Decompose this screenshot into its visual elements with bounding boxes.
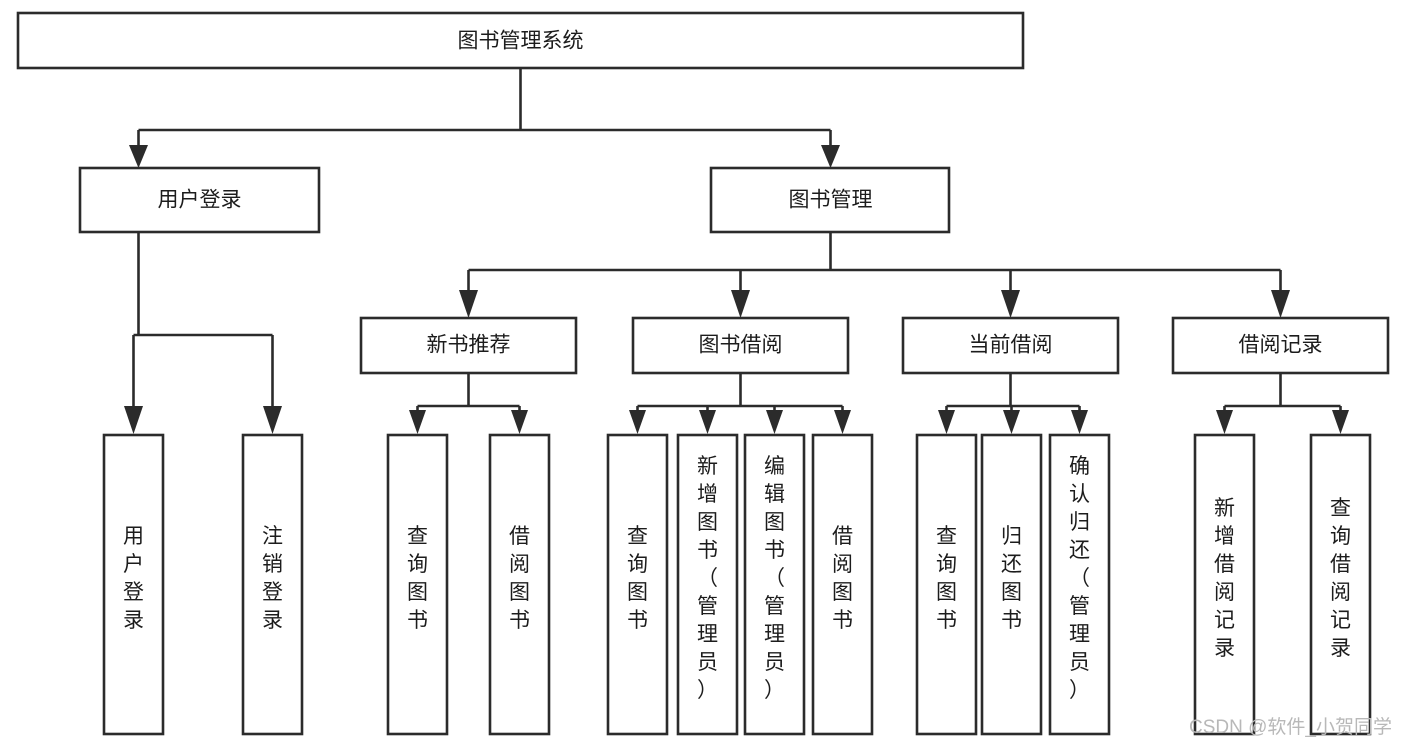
node-book-borrow[interactable]: 图书借阅 bbox=[631, 316, 850, 375]
node-current-borrow[interactable]: 当前借阅 bbox=[901, 316, 1120, 375]
node-leaf-add-book[interactable]: 新增图书（管理员） bbox=[676, 433, 739, 736]
node-leaf-add-book-label: 新增图书（管理员） bbox=[697, 455, 718, 702]
node-user-login-label: 用户登录 bbox=[158, 189, 242, 212]
node-leaf-query-book-2-box[interactable] bbox=[606, 433, 669, 736]
node-book-manage-box[interactable] bbox=[709, 166, 951, 234]
node-leaf-return-book-box[interactable] bbox=[980, 433, 1043, 736]
node-leaf-query-book-3-label: 查询图书 bbox=[936, 525, 957, 632]
node-leaf-confirm-return-box[interactable] bbox=[1048, 433, 1111, 736]
node-leaf-edit-book-label: 编辑图书（管理员） bbox=[764, 455, 785, 702]
node-book-manage[interactable]: 图书管理 bbox=[709, 166, 951, 234]
arrow-leaf-query-book-1 bbox=[409, 410, 426, 434]
node-leaf-query-book-3-box[interactable] bbox=[915, 433, 978, 736]
arrow-book-borrow bbox=[731, 290, 750, 318]
arrow-leaf-add-record bbox=[1216, 410, 1233, 434]
node-root[interactable]: 图书管理系统 bbox=[16, 11, 1025, 70]
node-leaf-query-record-label: 查询借阅记录 bbox=[1330, 497, 1351, 660]
arrow-leaf-borrow-book-1 bbox=[511, 410, 528, 434]
node-leaf-edit-book[interactable]: 编辑图书（管理员） bbox=[743, 433, 806, 736]
node-leaf-query-book-3[interactable]: 查询图书 bbox=[915, 433, 978, 736]
node-leaf-query-record-box[interactable] bbox=[1309, 433, 1372, 736]
node-leaf-borrow-book-2[interactable]: 借阅图书 bbox=[811, 433, 874, 736]
node-new-book-recommend-label: 新书推荐 bbox=[427, 334, 511, 357]
node-borrow-record[interactable]: 借阅记录 bbox=[1171, 316, 1390, 375]
node-leaf-user-login-label: 用户登录 bbox=[123, 525, 144, 632]
arrow-borrow-record bbox=[1271, 290, 1290, 318]
node-leaf-confirm-return[interactable]: 确认归还（管理员） bbox=[1048, 433, 1111, 736]
arrow-leaf-query-record bbox=[1332, 410, 1349, 434]
node-leaf-borrow-book-1[interactable]: 借阅图书 bbox=[488, 433, 551, 736]
node-leaf-add-record[interactable]: 新增借阅记录 bbox=[1193, 433, 1256, 736]
arrow-leaf-return-book bbox=[1003, 410, 1020, 434]
node-leaf-return-book[interactable]: 归还图书 bbox=[980, 433, 1043, 736]
arrow-current-borrow bbox=[1001, 290, 1020, 318]
arrow-to-user-login bbox=[129, 145, 148, 168]
node-leaf-logout-box[interactable] bbox=[241, 433, 304, 736]
arrow-new-book-recommend bbox=[459, 290, 478, 318]
arrow-to-book-manage bbox=[821, 145, 840, 168]
node-leaf-add-book-box[interactable] bbox=[676, 433, 739, 736]
node-user-login[interactable]: 用户登录 bbox=[78, 166, 321, 234]
node-root-box[interactable] bbox=[16, 11, 1025, 70]
arrow-leaf-user-login bbox=[124, 406, 143, 434]
node-leaf-logout[interactable]: 注销登录 bbox=[241, 433, 304, 736]
node-leaf-edit-book-box[interactable] bbox=[743, 433, 806, 736]
node-leaf-logout-label: 注销登录 bbox=[262, 525, 283, 632]
node-user-login-box[interactable] bbox=[78, 166, 321, 234]
node-leaf-user-login-box[interactable] bbox=[102, 433, 165, 736]
node-leaf-borrow-book-2-label: 借阅图书 bbox=[832, 525, 853, 632]
node-leaf-add-record-box[interactable] bbox=[1193, 433, 1256, 736]
node-leaf-query-record[interactable]: 查询借阅记录 bbox=[1309, 433, 1372, 736]
node-leaf-return-book-label: 归还图书 bbox=[1001, 525, 1022, 632]
node-book-manage-label: 图书管理 bbox=[789, 189, 873, 212]
node-borrow-record-label: 借阅记录 bbox=[1239, 334, 1323, 357]
arrow-leaf-add-book bbox=[699, 410, 716, 434]
node-leaf-query-book-2[interactable]: 查询图书 bbox=[606, 433, 669, 736]
node-leaf-query-book-1-label: 查询图书 bbox=[407, 525, 428, 632]
node-leaf-borrow-book-1-box[interactable] bbox=[488, 433, 551, 736]
arrow-leaf-query-book-2 bbox=[629, 410, 646, 434]
node-leaf-borrow-book-1-label: 借阅图书 bbox=[509, 525, 530, 632]
watermark-label: CSDN @软件_小贺同学 bbox=[1189, 716, 1392, 738]
arrow-leaf-edit-book bbox=[766, 410, 783, 434]
node-leaf-query-book-1[interactable]: 查询图书 bbox=[386, 433, 449, 736]
node-new-book-recommend-box[interactable] bbox=[359, 316, 578, 375]
node-new-book-recommend[interactable]: 新书推荐 bbox=[359, 316, 578, 375]
node-borrow-record-box[interactable] bbox=[1171, 316, 1390, 375]
node-leaf-confirm-return-label: 确认归还（管理员） bbox=[1069, 455, 1090, 702]
arrow-leaf-query-book-3 bbox=[938, 410, 955, 434]
node-leaf-borrow-book-2-box[interactable] bbox=[811, 433, 874, 736]
arrow-leaf-logout bbox=[263, 406, 282, 434]
node-book-borrow-box[interactable] bbox=[631, 316, 850, 375]
node-leaf-query-book-2-label: 查询图书 bbox=[627, 525, 648, 632]
node-current-borrow-label: 当前借阅 bbox=[969, 334, 1053, 357]
node-leaf-add-record-label: 新增借阅记录 bbox=[1214, 497, 1235, 660]
node-book-borrow-label: 图书借阅 bbox=[699, 334, 783, 357]
node-leaf-user-login[interactable]: 用户登录 bbox=[102, 433, 165, 736]
arrow-leaf-borrow-book-2 bbox=[834, 410, 851, 434]
arrow-leaf-confirm-return bbox=[1071, 410, 1088, 434]
node-current-borrow-box[interactable] bbox=[901, 316, 1120, 375]
node-leaf-query-book-1-box[interactable] bbox=[386, 433, 449, 736]
node-root-label: 图书管理系统 bbox=[458, 30, 584, 53]
connector-group bbox=[124, 68, 1349, 434]
